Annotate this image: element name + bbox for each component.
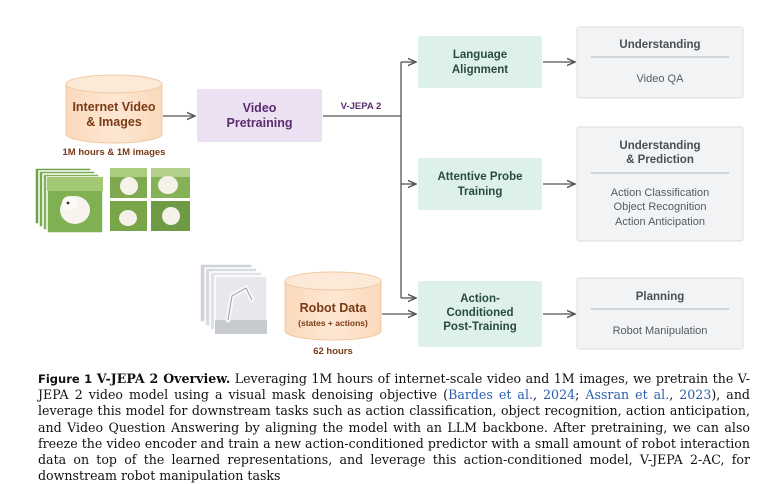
stage-1-line-1: Language <box>453 49 507 61</box>
stage-2-line-2: Training <box>458 186 503 198</box>
figure-title: V-JEPA 2 Overview. <box>96 371 231 386</box>
outcome-2-item-1: Action Classification <box>611 187 709 199</box>
caption-text-2: , <box>532 387 544 403</box>
outcome-1-item-1: Video QA <box>637 73 685 85</box>
caption-text-5: ), and leverage this model for downstrea… <box>38 387 750 484</box>
image-grid-thumbnail <box>110 168 190 231</box>
caption-text-1: Leveraging 1M hours of internet-scale vi… <box>38 371 750 403</box>
outcome-understanding-box: Understanding Video QA <box>576 26 744 99</box>
outcome-2-item-3: Action Anticipation <box>615 216 705 228</box>
caption-text-3: ; <box>575 387 586 403</box>
stage-3-line-1: Action- <box>460 293 500 305</box>
outcome-3-title: Planning <box>636 291 685 303</box>
citation-assran[interactable]: Assran et al. <box>585 387 670 403</box>
connector-arrows <box>163 62 575 314</box>
robot-frames-thumbnail <box>199 263 268 335</box>
internet-title-1: Internet Video <box>72 100 155 114</box>
citation-bardes[interactable]: Bardes et al. <box>448 387 533 403</box>
citation-bardes-year[interactable]: 2024 <box>543 387 576 403</box>
outcome-2-title-1: Understanding <box>619 140 700 152</box>
pretrain-line-1: Video <box>243 101 277 115</box>
outcome-3-item-1: Robot Manipulation <box>613 325 708 337</box>
citation-assran-year[interactable]: 2023 <box>679 387 712 403</box>
outcome-understanding-prediction-box: Understanding & Prediction Action Classi… <box>576 126 744 242</box>
internet-data-cylinder: Internet Video & Images <box>65 74 163 144</box>
outcome-1-title: Understanding <box>619 39 700 51</box>
robot-subtitle: (states + actions) <box>298 318 368 328</box>
language-alignment-box: Language Alignment <box>418 36 542 88</box>
stage-2-line-1: Attentive Probe <box>438 171 523 183</box>
overview-diagram: Internet Video & Images 1M hours & 1M im… <box>34 26 744 357</box>
action-conditioned-box: Action- Conditioned Post-Training <box>418 281 542 347</box>
outcome-planning-box: Planning Robot Manipulation <box>576 277 744 350</box>
stage-1-line-2: Alignment <box>452 64 508 76</box>
caption-text-4: , <box>669 387 680 403</box>
outcome-2-item-2: Object Recognition <box>614 201 707 213</box>
outcome-2-title-2: & Prediction <box>626 154 694 166</box>
model-label: V-JEPA 2 <box>341 101 382 112</box>
figure-caption: Figure 1 V-JEPA 2 Overview. Leveraging 1… <box>38 371 750 484</box>
attentive-probe-box: Attentive Probe Training <box>418 158 542 210</box>
video-pretraining-box: Video Pretraining <box>197 89 322 142</box>
stage-3-line-3: Post-Training <box>443 321 516 333</box>
video-frames-thumbnail <box>34 167 104 234</box>
robot-title: Robot Data <box>300 301 368 315</box>
figure-label: Figure 1 <box>38 372 93 386</box>
stage-3-line-2: Conditioned <box>446 307 513 319</box>
internet-title-2: & Images <box>86 115 142 129</box>
pretrain-line-2: Pretraining <box>227 116 293 130</box>
robot-data-cylinder: Robot Data (states + actions) <box>284 271 382 341</box>
robot-caption: 62 hours <box>313 346 353 357</box>
internet-caption: 1M hours & 1M images <box>63 147 166 158</box>
